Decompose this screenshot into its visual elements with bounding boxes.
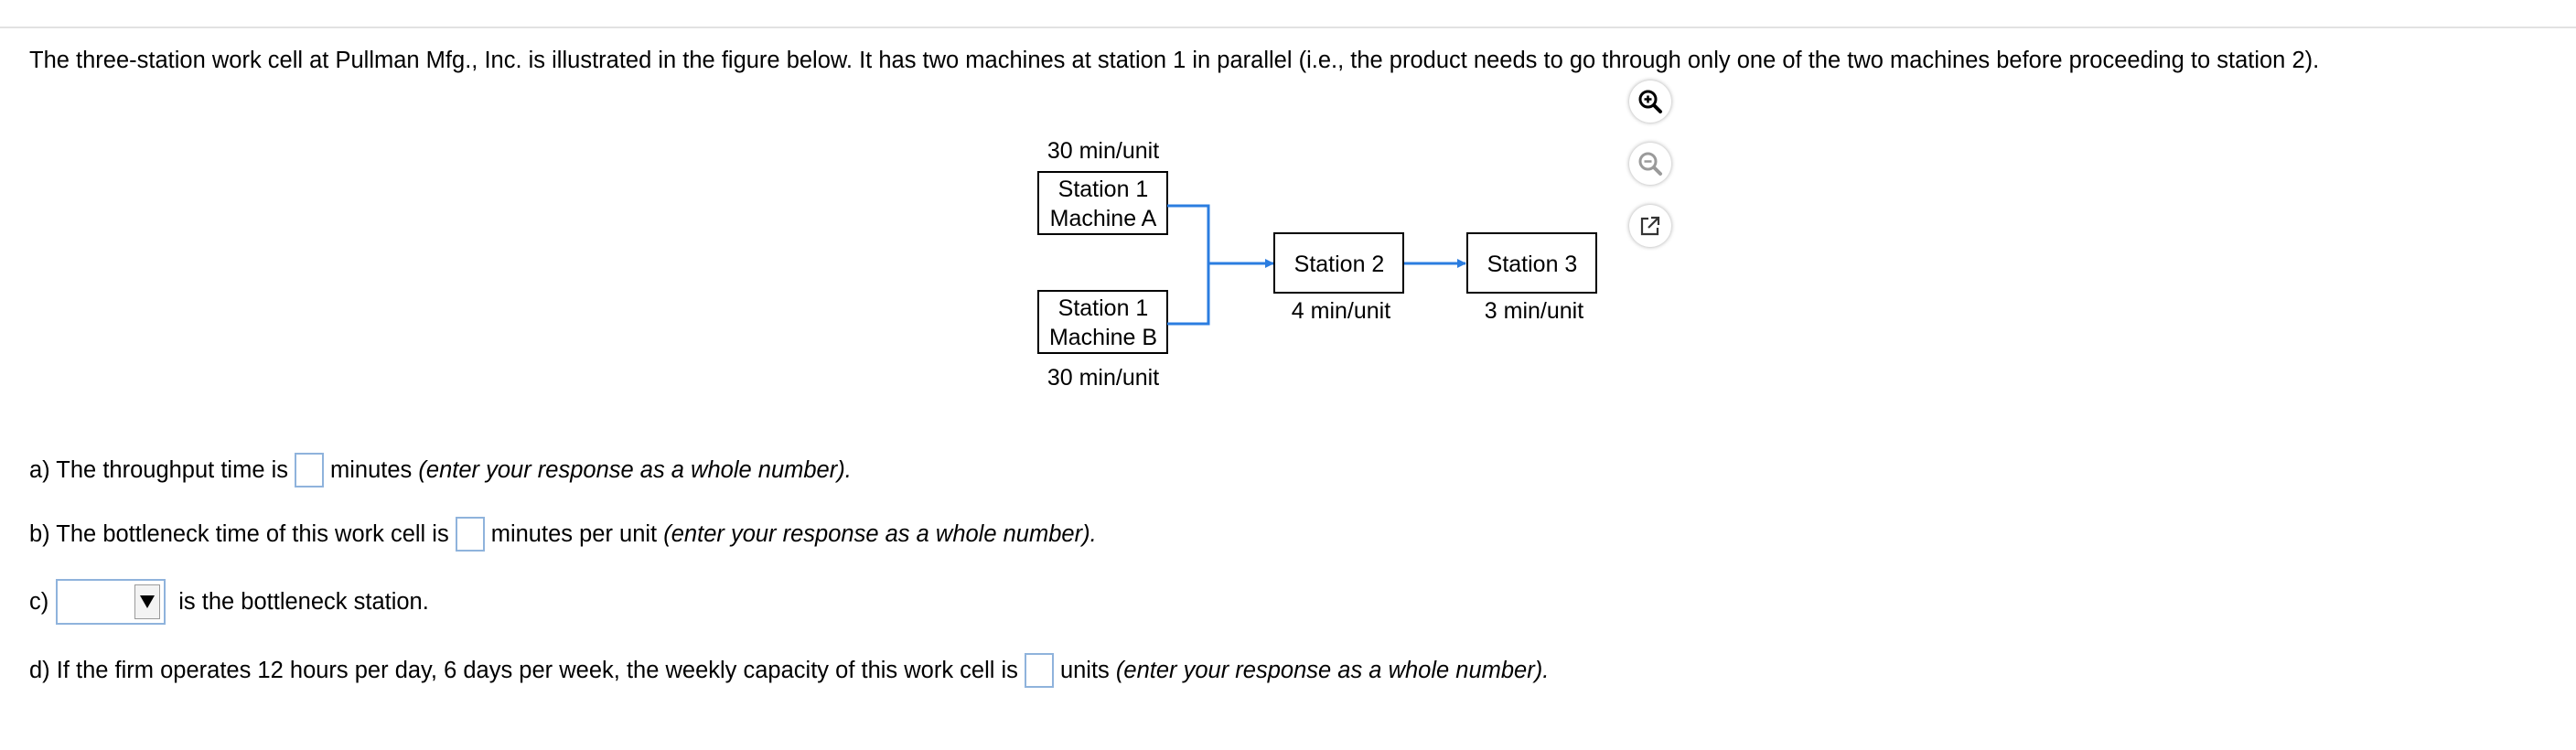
station3-label: Station 3 [1487,252,1578,277]
machine-a-label-line1: Station 1 [1058,177,1149,202]
station2-time: 4 min/unit [1292,298,1390,324]
machine-a-box [1037,171,1168,235]
station2-label: Station 2 [1294,252,1385,277]
machine-a-time: 30 min/unit [1047,138,1159,164]
question-d: d) If the firm operates 12 hours per day… [29,653,1549,688]
problem-statement: The three-station work cell at Pullman M… [29,48,2320,73]
question-a-hint: (enter your response as a whole number). [418,457,852,483]
station3-time: 3 min/unit [1485,298,1583,324]
work-cell-diagram: 30 min/unit Station 1 Machine A Station … [1037,138,1597,391]
station2-box [1273,232,1404,294]
bottleneck-station-select[interactable] [56,579,166,625]
popout-icon[interactable] [1629,205,1671,247]
zoom-out-icon[interactable] [1629,143,1671,185]
question-b-text: b) The bottleneck time of this work cell… [29,521,449,547]
question-d-hint: (enter your response as a whole number). [1115,658,1550,683]
question-c-suffix: is the bottleneck station. [178,589,429,615]
zoom-in-icon[interactable] [1629,80,1671,123]
machine-b-label-line1: Station 1 [1058,295,1149,321]
question-b-unit: minutes per unit [490,521,658,547]
throughput-time-input[interactable] [295,453,325,488]
question-c: c) is the bottleneck station. [29,579,429,625]
question-c-text: c) [29,589,49,615]
question-d-text: d) If the firm operates 12 hours per day… [29,658,1018,683]
question-d-unit: units [1059,658,1110,683]
bottleneck-time-input[interactable] [455,517,485,552]
merge-connector [1167,204,1210,326]
question-a-unit: minutes [330,457,413,483]
weekly-capacity-input[interactable] [1024,653,1054,688]
question-a-text: a) The throughput time is [29,457,289,483]
question-b-hint: (enter your response as a whole number). [663,521,1097,547]
question-b: b) The bottleneck time of this work cell… [29,517,1097,552]
machine-b-box [1037,290,1168,354]
top-divider [0,27,2576,28]
machine-a-label-line2: Machine A [1050,206,1157,231]
station3-box [1466,232,1597,294]
machine-b-label-line2: Machine B [1049,325,1157,350]
dropdown-arrow-icon[interactable] [134,584,161,619]
machine-b-time: 30 min/unit [1047,365,1159,391]
question-a: a) The throughput time is minutes (enter… [29,453,852,488]
